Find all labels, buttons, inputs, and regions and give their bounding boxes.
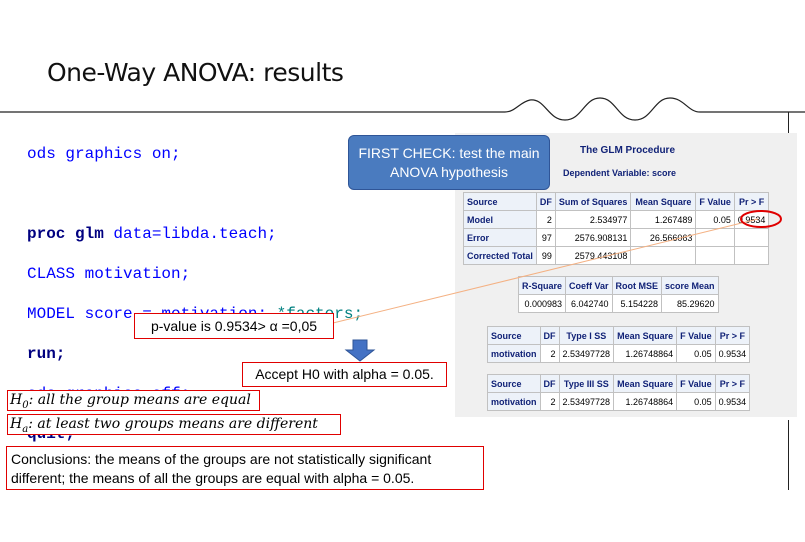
alternative-hypothesis: Ha: at least two groups means are differ… xyxy=(7,414,341,435)
anova-h-source: Source xyxy=(463,192,537,211)
type3-h: F Value xyxy=(676,374,716,393)
right-edge-line xyxy=(788,112,789,140)
title-divider xyxy=(0,97,805,121)
type3-h: DF xyxy=(539,374,560,393)
type1-cell: 0.9534 xyxy=(714,344,751,363)
type3-cell: 2.53497728 xyxy=(558,392,615,411)
anova-cell xyxy=(630,246,697,265)
type3-cell: 1.26748864 xyxy=(613,392,678,411)
table-row: Corrected Total 99 2579.443108 xyxy=(463,246,770,265)
fit-cell: 85.29620 xyxy=(661,294,719,313)
anova-cell: 0.05 xyxy=(695,210,735,229)
anova-cell xyxy=(733,246,770,265)
table-row: motivation 2 2.53497728 1.26748864 0.05 … xyxy=(487,392,751,411)
type3-ss-table: Source DF Type III SS Mean Square F Valu… xyxy=(487,374,751,411)
fit-cell: 0.000983 xyxy=(517,294,567,313)
conclusion-box: Conclusions: the means of the groups are… xyxy=(6,446,484,490)
fit-cell: 6.042740 xyxy=(565,294,613,313)
type1-cell: motivation xyxy=(487,344,541,363)
anova-h-ms: Mean Square xyxy=(630,192,697,211)
type1-h: DF xyxy=(539,326,560,345)
down-arrow-icon xyxy=(344,339,376,362)
anova-h-df: DF xyxy=(535,192,556,211)
ha-text: : at least two groups means are differen… xyxy=(28,416,318,432)
anova-cell: Model xyxy=(463,210,537,229)
code-line-1: ods graphics on; xyxy=(27,145,181,163)
type1-cell: 1.26748864 xyxy=(613,344,678,363)
type1-cell: 2 xyxy=(539,344,560,363)
type3-cell: 2 xyxy=(539,392,560,411)
first-check-callout: FIRST CHECK: test the main ANOVA hypothe… xyxy=(348,135,550,190)
anova-cell: 2.534977 xyxy=(554,210,632,229)
h0-subscript: 0 xyxy=(22,399,29,411)
anova-h-p: Pr > F xyxy=(733,192,770,211)
type1-h: Pr > F xyxy=(714,326,751,345)
h0-text: : all the group means are equal xyxy=(28,392,251,408)
type3-h: Pr > F xyxy=(714,374,751,393)
type3-h: Source xyxy=(487,374,541,393)
code-line-5: run; xyxy=(27,345,66,363)
fit-header-row: R-Square Coeff Var Root MSE score Mean xyxy=(517,276,719,295)
h0-symbol: H xyxy=(10,392,23,408)
anova-table: Source DF Sum of Squares Mean Square F V… xyxy=(463,192,770,265)
table-row: motivation 2 2.53497728 1.26748864 0.05 … xyxy=(487,344,751,363)
type1-h: Type I SS xyxy=(558,326,615,345)
glm-title: The GLM Procedure xyxy=(580,145,676,156)
fit-h: R-Square xyxy=(517,276,567,295)
right-edge-line-lower xyxy=(788,420,789,490)
anova-header-row: Source DF Sum of Squares Mean Square F V… xyxy=(463,192,770,211)
pvalue-connector-line xyxy=(332,218,759,324)
fit-h: Root MSE xyxy=(611,276,663,295)
type3-cell: 0.05 xyxy=(676,392,716,411)
type3-cell: 0.9534 xyxy=(714,392,751,411)
anova-cell: 26.566063 xyxy=(630,228,697,247)
dependent-variable: Dependent Variable: score xyxy=(563,168,677,178)
code-keyword-proc: proc glm xyxy=(27,225,104,243)
pvalue-highlight-ellipse xyxy=(740,210,782,228)
ha-symbol: H xyxy=(10,416,23,432)
anova-cell: Corrected Total xyxy=(463,246,537,265)
anova-cell xyxy=(733,228,770,247)
fit-h: Coeff Var xyxy=(565,276,613,295)
type1-cell: 2.53497728 xyxy=(558,344,615,363)
table-row: 0.000983 6.042740 5.154228 85.29620 xyxy=(517,294,719,313)
code-line-2: data=libda.teach; xyxy=(103,225,277,243)
pvalue-note: p-value is 0.9534> α =0,05 xyxy=(134,313,334,339)
type3-h: Type III SS xyxy=(558,374,615,393)
anova-cell: 99 xyxy=(535,246,556,265)
type1-ss-table: Source DF Type I SS Mean Square F Value … xyxy=(487,326,751,363)
null-hypothesis: H0: all the group means are equal xyxy=(7,390,260,411)
anova-cell: 1.267489 xyxy=(630,210,697,229)
type1-header-row: Source DF Type I SS Mean Square F Value … xyxy=(487,326,751,345)
type1-cell: 0.05 xyxy=(676,344,716,363)
ha-subscript: a xyxy=(22,423,29,435)
anova-cell xyxy=(695,246,735,265)
fit-stats-table: R-Square Coeff Var Root MSE score Mean 0… xyxy=(517,276,719,313)
type1-h: Mean Square xyxy=(613,326,678,345)
accept-h0-note: Accept H0 with alpha = 0.05. xyxy=(242,362,447,387)
slide-title: One-Way ANOVA: results xyxy=(47,58,344,87)
anova-cell: Error xyxy=(463,228,537,247)
code-line-3: CLASS motivation; xyxy=(27,265,191,283)
